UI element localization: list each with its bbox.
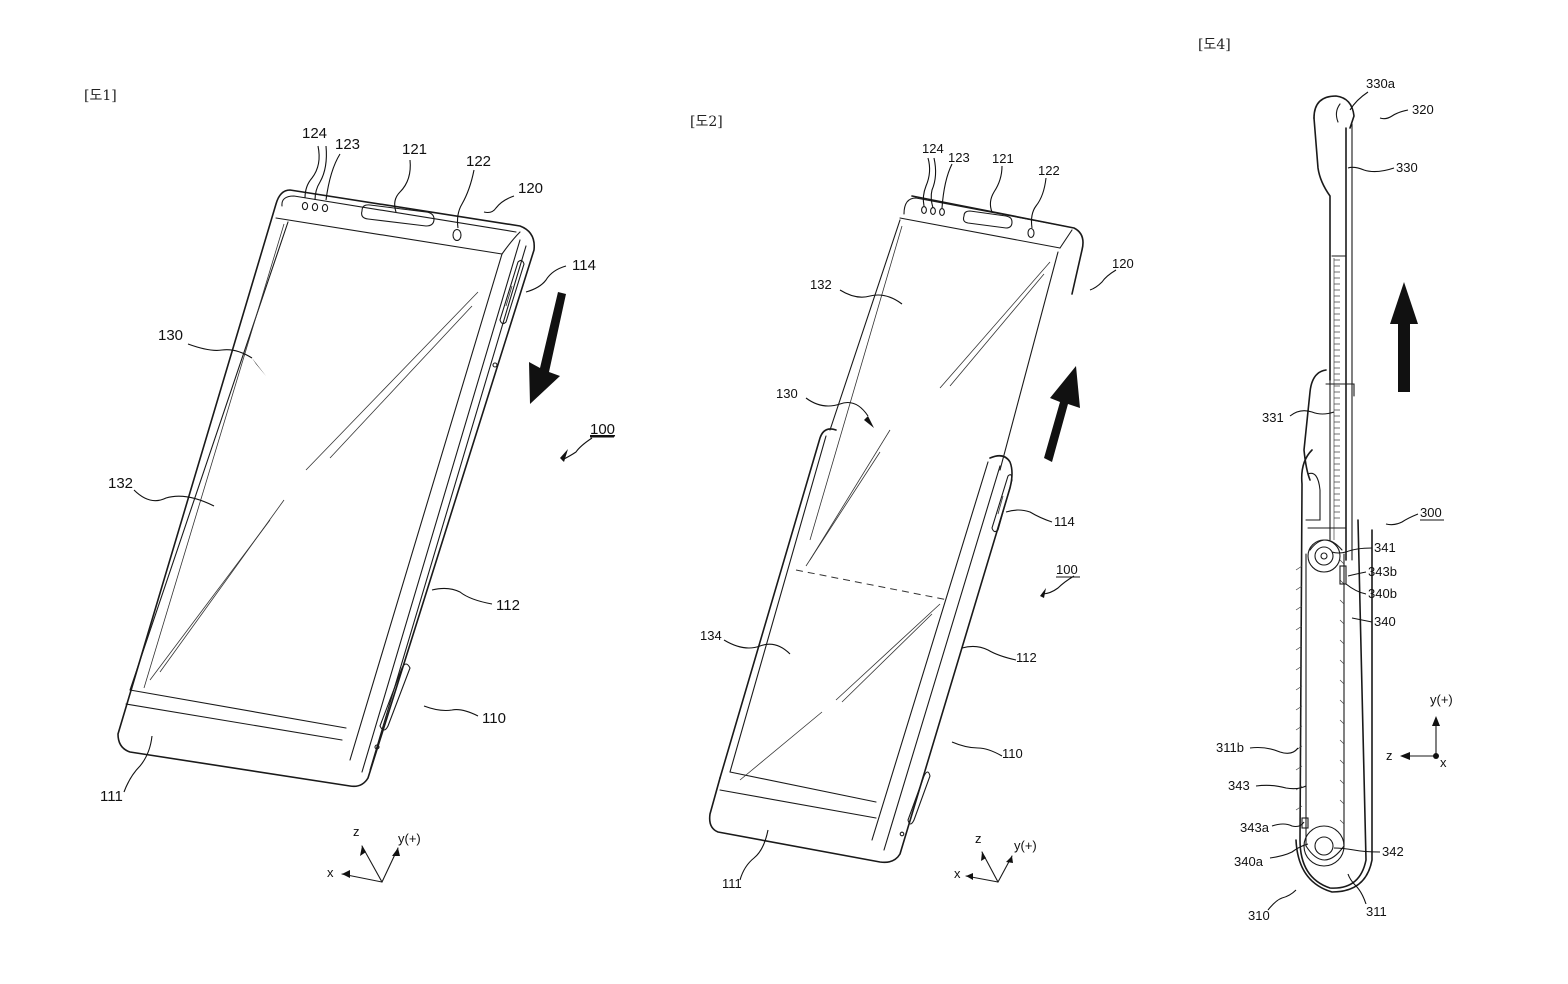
fig4-label-300: 300: [1420, 505, 1442, 520]
fig1-label-132: 132: [108, 475, 133, 492]
fig2-label-120: 120: [1112, 256, 1134, 271]
fig4-label-330: 330: [1396, 160, 1418, 175]
fig4-label-320: 320: [1412, 102, 1434, 117]
figure-2: [도2]: [690, 114, 1134, 891]
fig1-label-130: 130: [158, 327, 183, 344]
fig2-label-124: 124: [922, 141, 944, 156]
figure-4-reference-numerals: 330a 320 330 331 300 341 343b 340b 340 3…: [1216, 76, 1442, 923]
fig1-axis-x: x: [327, 865, 334, 880]
fig4-label-331: 331: [1262, 410, 1284, 425]
figure-1-device-drawing: [117, 189, 536, 788]
fig2-label-122: 122: [1038, 163, 1060, 178]
fig2-label-100: 100: [1056, 562, 1078, 577]
fig1-label-111: 111: [100, 788, 123, 805]
fig2-label-134: 134: [700, 628, 722, 643]
fig1-label-122: 122: [466, 153, 491, 170]
fig1-label-121: 121: [402, 141, 427, 158]
figure-4-slide-direction-arrow: [1390, 282, 1418, 392]
fig2-axis-z: z: [975, 831, 982, 846]
fig4-label-340a: 340a: [1234, 854, 1264, 869]
fig2-label-111: 111: [722, 876, 742, 891]
fig4-label-311: 311: [1366, 904, 1387, 919]
fig4-label-343: 343: [1228, 778, 1250, 793]
fig4-label-343a: 343a: [1240, 820, 1270, 835]
fig4-label-311b: 311b: [1216, 740, 1244, 755]
figure-1-slide-direction-arrow: [529, 292, 566, 404]
fig2-label-123: 123: [948, 150, 970, 165]
figure-2-coordinate-axes: z y(+) x: [954, 831, 1037, 883]
fig1-label-120: 120: [518, 180, 543, 197]
fig4-axis-x: x: [1440, 755, 1447, 770]
figure-4-coordinate-axes: y(+) z x: [1386, 692, 1453, 770]
figure-4-section-drawing: [1295, 95, 1373, 893]
fig1-axis-y: y(+): [398, 831, 421, 846]
fig4-label-342: 342: [1382, 844, 1404, 859]
fig2-label-132: 132: [810, 277, 832, 292]
figure-2-reference-numerals: 124 123 121 122 120 132 130 114 100 134 …: [700, 141, 1134, 891]
fig4-label-340: 340: [1374, 614, 1396, 629]
figure-4-leader-lines: [1249, 91, 1419, 911]
figure-2-leader-lines: [723, 157, 1117, 881]
fig1-label-110: 110: [482, 710, 506, 727]
fig1-axis-z: z: [353, 824, 360, 839]
figure-4: [도4]: [1198, 37, 1453, 923]
fig4-axis-y: y(+): [1430, 692, 1453, 707]
figure-4-caption: [도4]: [1198, 37, 1231, 53]
fig4-label-330a: 330a: [1366, 76, 1396, 91]
fig1-label-123: 123: [335, 136, 360, 153]
fig2-label-110: 110: [1002, 746, 1023, 761]
fig1-label-100: 100: [590, 421, 615, 438]
fig2-label-130: 130: [776, 386, 798, 401]
figure-1-reference-numerals: 124 123 121 122 120 114 130 100 132 112 …: [100, 125, 615, 805]
fig4-label-340b: 340b: [1368, 586, 1397, 601]
fig2-axis-y: y(+): [1014, 838, 1037, 853]
figure-1-coordinate-axes: z y(+) x: [327, 824, 421, 883]
fig2-label-112: 112: [1016, 650, 1037, 665]
fig2-label-121: 121: [992, 151, 1014, 166]
fig2-label-114: 114: [1054, 514, 1075, 529]
fig4-label-310: 310: [1248, 908, 1270, 923]
figure-2-caption: [도2]: [690, 114, 723, 130]
fig4-label-343b: 343b: [1368, 564, 1397, 579]
figure-1-caption: [도1]: [84, 88, 117, 104]
fig1-label-114: 114: [572, 257, 596, 274]
fig1-label-112: 112: [496, 597, 520, 614]
figure-2-device-drawing: [708, 195, 1084, 864]
fig4-label-341: 341: [1374, 540, 1396, 555]
fig1-label-124: 124: [302, 125, 327, 142]
fig4-axis-z: z: [1386, 748, 1393, 763]
figure-2-slide-direction-arrow: [1044, 366, 1080, 462]
fig2-axis-x: x: [954, 866, 961, 881]
figure-1-leader-lines: [123, 145, 593, 793]
figure-1: [도1]: [84, 88, 615, 883]
